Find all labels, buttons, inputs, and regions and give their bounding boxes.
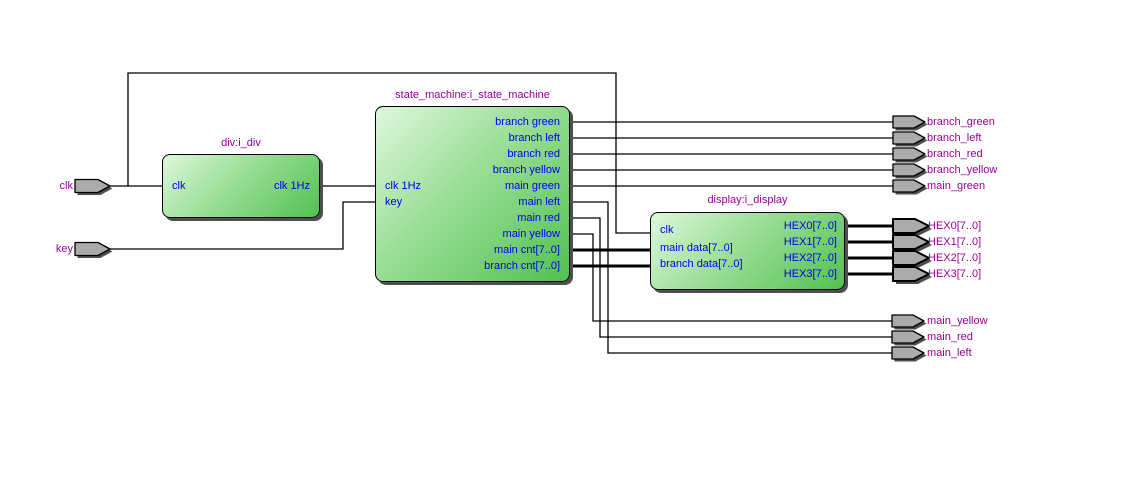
port-display-hex0: HEX0[7..0]	[783, 220, 837, 232]
wire-main-yellow	[570, 233, 895, 322]
output-pin-label-hex1: HEX1[7..0]	[928, 236, 982, 248]
port-display-clk: clk	[660, 224, 674, 236]
port-sm-main-yellow: main yellow	[502, 228, 560, 240]
output-pin-hex3[interactable]	[892, 266, 933, 285]
port-display-main-data: main data[7..0]	[660, 242, 733, 254]
output-pin-label-branch-yellow: branch_yellow	[927, 164, 998, 176]
block-display[interactable]	[650, 212, 845, 290]
input-pin-key[interactable]	[74, 241, 114, 259]
block-state-machine[interactable]	[375, 106, 570, 282]
output-pin-label-main-green: main_green	[927, 180, 986, 192]
output-pin-main-yellow[interactable]	[891, 314, 928, 331]
output-pin-label-hex3: HEX3[7..0]	[928, 268, 982, 280]
port-display-hex2: HEX2[7..0]	[783, 252, 837, 264]
port-sm-branch-left: branch left	[508, 132, 560, 144]
input-pin-label-key: key	[55, 243, 73, 255]
output-pin-branch-yellow[interactable]	[892, 163, 929, 180]
port-sm-clk1hz: clk 1Hz	[385, 180, 422, 192]
output-pin-main-red[interactable]	[891, 330, 928, 347]
wire-main-red	[570, 217, 895, 338]
output-pin-label-branch-red: branch_red	[927, 148, 983, 160]
wire-key	[110, 201, 375, 250]
port-sm-main-green: main green	[504, 180, 560, 192]
output-pin-main-green[interactable]	[892, 179, 929, 196]
output-pin-main-left[interactable]	[891, 346, 928, 363]
output-pin-hex2[interactable]	[892, 250, 933, 269]
output-pin-label-hex2: HEX2[7..0]	[928, 252, 982, 264]
output-pin-label-branch-left: branch_left	[927, 132, 982, 144]
port-display-hex1: HEX1[7..0]	[783, 236, 837, 248]
output-pin-branch-left[interactable]	[892, 131, 929, 148]
port-sm-branch-green: branch green	[495, 116, 560, 128]
port-display-hex3: HEX3[7..0]	[783, 268, 837, 280]
port-sm-branch-red: branch red	[507, 148, 560, 160]
block-title-state-machine: state_machine:i_state_machine	[395, 89, 550, 101]
port-div-clk1hz: clk 1Hz	[273, 180, 310, 192]
output-pin-label-main-left: main_left	[927, 347, 972, 359]
port-sm-main-cnt: main cnt[7..0]	[493, 244, 560, 256]
wire-clk-feedback-to-display	[127, 72, 650, 234]
output-pin-hex0[interactable]	[892, 218, 933, 237]
output-pin-branch-green[interactable]	[892, 115, 929, 132]
port-sm-main-red: main red	[517, 212, 560, 224]
output-pin-branch-red[interactable]	[892, 147, 929, 164]
block-title-display: display:i_display	[707, 194, 788, 206]
port-sm-key: key	[385, 196, 403, 208]
port-display-branch-data: branch data[7..0]	[660, 258, 743, 270]
port-sm-branch-cnt: branch cnt[7..0]	[484, 260, 560, 272]
port-sm-main-left: main left	[518, 196, 560, 208]
output-pin-label-main-red: main_red	[927, 331, 973, 343]
input-pin-clk[interactable]	[74, 178, 114, 196]
output-pin-label-branch-green: branch_green	[927, 116, 995, 128]
input-pin-label-clk: clk	[59, 180, 73, 192]
block-title-div: div:i_div	[221, 137, 261, 149]
output-pin-hex1[interactable]	[892, 234, 933, 253]
output-pin-label-hex0: HEX0[7..0]	[928, 220, 982, 232]
port-div-clk: clk	[172, 180, 186, 192]
block-div[interactable]	[162, 154, 320, 218]
port-sm-branch-yellow: branch yellow	[492, 164, 560, 176]
output-pin-label-main-yellow: main_yellow	[927, 315, 988, 327]
wire-main-left	[570, 201, 895, 354]
